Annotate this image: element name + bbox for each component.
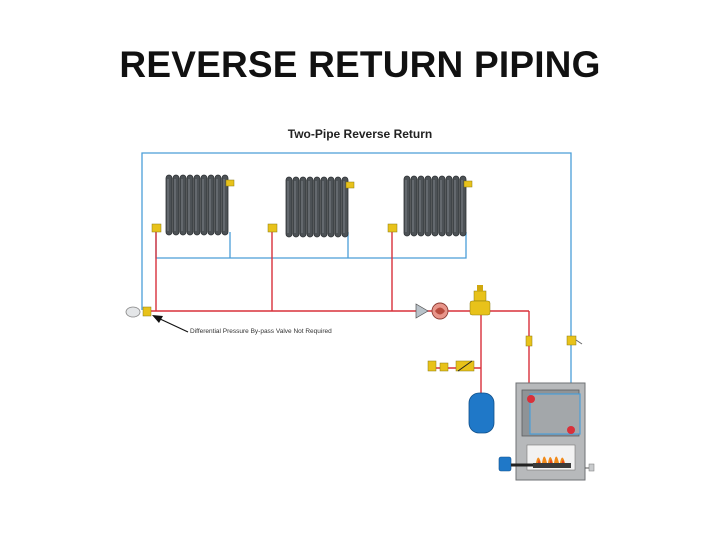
air-separator-valve [469, 285, 491, 316]
fill-valve [427, 360, 475, 372]
drain-valve [585, 463, 595, 472]
valve-icon [267, 223, 278, 233]
return-connection-icon [567, 426, 575, 434]
annotation-arrow [152, 315, 189, 333]
bypass-annotation: Differential Pressure By-pass Valve Not … [190, 328, 332, 335]
bypass-valve [125, 306, 152, 318]
diagram-title: Two-Pipe Reverse Return [287, 127, 433, 141]
air-vent-icon [463, 180, 473, 188]
burner-flames [533, 456, 571, 468]
check-valve [415, 303, 429, 319]
expansion-tank [468, 392, 495, 434]
valve-icon [387, 223, 398, 233]
return-header-pipe [141, 152, 572, 340]
radiator-1 [151, 174, 235, 236]
slide-title: REVERSE RETURN PIPING [119, 44, 601, 85]
gas-valve [498, 456, 533, 472]
boiler-line-valves [525, 335, 583, 347]
air-vent-icon [345, 181, 355, 189]
supply-piping [150, 232, 530, 399]
circulator-pump [431, 302, 449, 320]
air-vent-icon [225, 179, 235, 187]
radiator-3 [387, 175, 473, 237]
supply-connection-icon [527, 395, 535, 403]
valve-icon [151, 223, 162, 233]
radiator-2 [267, 176, 355, 238]
